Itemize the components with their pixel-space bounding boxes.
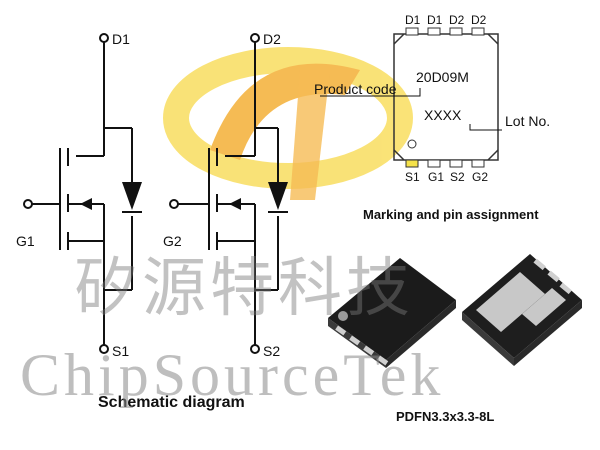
label-g2: G2 [163, 233, 182, 249]
label-g1: G1 [16, 233, 35, 249]
package-render-top [328, 258, 456, 368]
pin-pad-top-1 [405, 27, 419, 36]
gate-terminal-left [23, 199, 33, 209]
product-code-leader [320, 88, 421, 97]
body-arrow-right [229, 198, 241, 210]
top-pin-label-3: D2 [449, 13, 465, 27]
source-terminal-right [250, 344, 260, 354]
top-pin-label-1: D1 [405, 13, 421, 27]
product-code-label: Product code [314, 81, 397, 97]
pin-pad-top-3 [449, 27, 463, 36]
lot-leader [469, 124, 502, 131]
pin-pad-bottom-2 [427, 159, 441, 168]
bottom-pin-label-3: S2 [450, 170, 465, 184]
diode-left [122, 182, 142, 210]
pin-pad-bottom-3 [449, 159, 463, 168]
drain-terminal-right [250, 33, 260, 43]
pin-pad-bottom-4 [471, 159, 485, 168]
pin-pad-top-2 [427, 27, 441, 36]
mosfet-left [23, 33, 142, 354]
logo-t-stem [290, 70, 330, 200]
diode-right [268, 182, 288, 210]
pin-pad-bottom-1 [405, 159, 419, 168]
lot-code-text: XXXX [424, 107, 462, 123]
label-d2: D2 [263, 31, 281, 47]
logo-ring [163, 47, 413, 189]
schematic-caption: Schematic diagram [98, 394, 245, 411]
bottom-pin-label-4: G2 [472, 170, 488, 184]
label-d1: D1 [112, 31, 130, 47]
watermark-chinese: 矽源特科技 [74, 252, 414, 326]
watermark-english: ChipSourceTek [20, 342, 444, 408]
label-s1: S1 [112, 343, 129, 359]
package-outline [393, 33, 499, 161]
top-pin-label-2: D1 [427, 13, 443, 27]
marking-title: Marking and pin assignment [363, 207, 539, 222]
pin1-dot [407, 139, 417, 149]
bottom-pin-label-2: G1 [428, 170, 444, 184]
label-s2: S2 [263, 343, 280, 359]
package-name: PDFN3.3x3.3-8L [396, 409, 494, 424]
source-terminal-left [99, 344, 109, 354]
bottom-pin-label-1: S1 [405, 170, 420, 184]
mosfet-right [169, 33, 288, 354]
package-render-bottom [462, 254, 582, 366]
logo-watermark [163, 47, 413, 200]
marking-top-view: D1 D1 D2 D2 S1 G1 S2 G2 20D09M XXXX [320, 13, 502, 184]
body-arrow-left [80, 198, 92, 210]
product-code-text: 20D09M [416, 69, 469, 85]
top-pin-label-4: D2 [471, 13, 487, 27]
lot-label: Lot No. [505, 113, 550, 129]
pin-pad-top-4 [471, 27, 485, 36]
drain-terminal-left [99, 33, 109, 43]
gate-terminal-right [169, 199, 179, 209]
